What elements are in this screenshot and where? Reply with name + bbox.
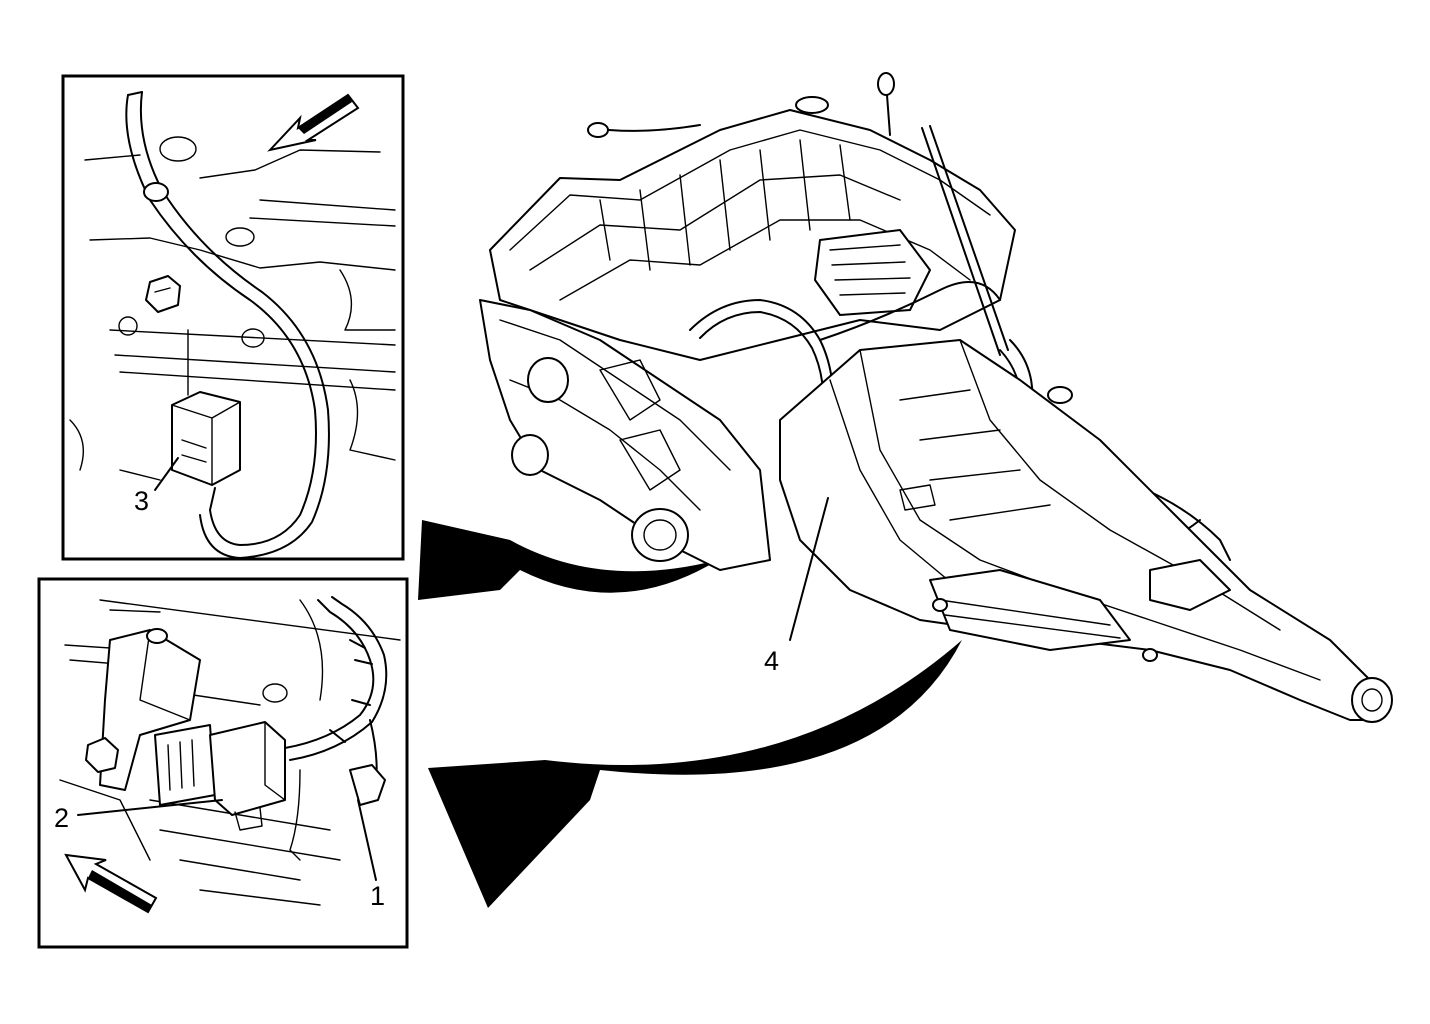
top-inset-frame (61, 74, 405, 561)
callout-4: 4 (764, 646, 779, 676)
callout-2-leader (77, 799, 223, 816)
bottom-detail-inset: 2 1 (37, 577, 409, 949)
callout-3: 3 (134, 486, 149, 516)
transmission-assembly (779, 339, 1393, 723)
callout-3-leader (154, 457, 179, 491)
engine-assembly (479, 72, 1231, 641)
upper-curved-arrow (418, 520, 718, 600)
lower-curved-arrow (428, 640, 962, 908)
top-detail-inset: 3 (61, 74, 405, 561)
callout-1: 1 (370, 881, 385, 911)
pointer-arrows (418, 520, 962, 908)
callout-4-leader (789, 497, 829, 641)
callout-2: 2 (54, 803, 69, 833)
callout-1-leader (357, 799, 377, 881)
